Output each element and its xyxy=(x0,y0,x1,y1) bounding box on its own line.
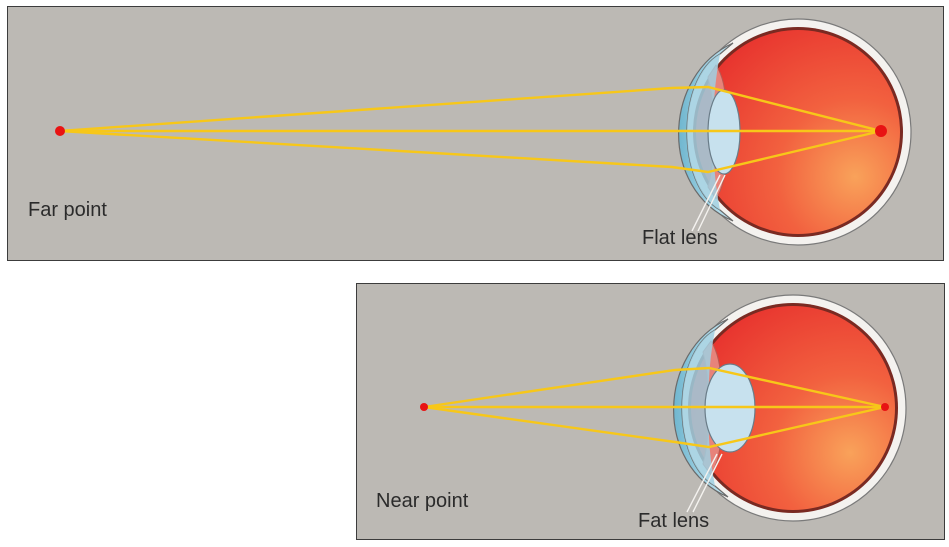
light-rays xyxy=(422,366,887,449)
far-point-panel: Far point Flat lens xyxy=(7,6,944,261)
near-point-label: Near point xyxy=(376,490,469,512)
far-point-diagram xyxy=(55,18,912,246)
retina-focus-point xyxy=(875,125,887,137)
lens-pointer xyxy=(691,174,726,232)
lens-pointer xyxy=(686,453,723,513)
far-point-marker xyxy=(55,126,65,136)
fat-lens-label: Fat lens xyxy=(638,510,710,532)
near-point-diagram xyxy=(420,294,907,522)
near-point-marker xyxy=(420,403,428,411)
near-point-panel: Near point Fat lens xyxy=(356,283,945,540)
retina-focus-point xyxy=(881,403,889,411)
light-rays xyxy=(58,85,883,174)
far-point-label: Far point xyxy=(28,199,107,221)
flat-lens-label: Flat lens xyxy=(642,227,718,249)
